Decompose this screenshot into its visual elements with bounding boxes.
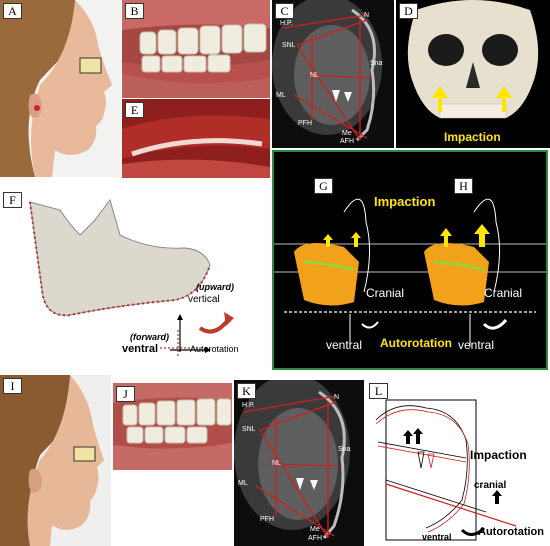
panel-label: J — [116, 386, 135, 402]
teeth-occlusion-image — [122, 0, 270, 98]
panel-label: A — [3, 3, 22, 19]
intraoral-image — [122, 99, 270, 178]
snl-annotation: SNL — [242, 426, 256, 433]
panel-i-profile-photo: I — [0, 375, 111, 546]
panel-k-ceph-xray: K H.P. SNL NL ML PFH Me AFH N Sna — [234, 380, 364, 546]
cranial-label-left: Cranial — [366, 286, 405, 300]
panel-label: C — [275, 3, 294, 19]
upward-label: (upward) — [196, 282, 234, 292]
pfh-annotation: PFH — [260, 516, 274, 523]
sna-annotation: Sna — [338, 446, 351, 453]
tracing-comparison — [274, 198, 546, 347]
ventral-label-right: ventral — [458, 338, 495, 352]
panel-c-ceph-xray: C H.P. SNL NL ML PFH Me AFH N Sna — [272, 0, 394, 148]
afh-annotation: AFH — [308, 535, 322, 542]
autorotation-label: Autorotation — [190, 344, 239, 354]
panel-label: K — [237, 383, 256, 399]
panel-label: F — [3, 192, 22, 208]
autorotation-arrow-icon — [460, 526, 486, 536]
pfh-annotation: PFH — [298, 120, 312, 127]
forward-label: (forward) — [130, 332, 169, 342]
ml-annotation: ML — [238, 480, 248, 487]
hp-annotation: H.P. — [242, 402, 255, 409]
autorotation-label: Autorotation — [478, 526, 544, 538]
panel-label: B — [125, 3, 144, 19]
panel-d-skull: D Impaction — [396, 0, 550, 148]
ventral-label: ventral — [422, 532, 452, 542]
impaction-label: Impaction — [374, 194, 436, 209]
panel-label-g: G — [314, 178, 333, 194]
autorotation-arrow-icon — [198, 312, 234, 334]
afh-annotation: AFH — [340, 138, 354, 145]
hp-annotation: H.P. — [280, 20, 293, 27]
ventral-label: ventral — [122, 343, 159, 355]
panel-gh-tracings: G H Impaction Cranial Cranial ventr — [272, 150, 548, 370]
tracing-h — [424, 198, 501, 306]
impaction-caption: Impaction — [444, 130, 501, 144]
face-profile-image — [0, 375, 105, 546]
autorotation-label: Autorotation — [380, 336, 452, 350]
n-annotation: N — [334, 394, 340, 401]
ceph-tracing — [234, 380, 350, 539]
impaction-arrow-left-icon — [432, 86, 448, 112]
panel-label: E — [125, 102, 144, 118]
panel-label: D — [399, 3, 418, 19]
panel-j-occlusion-photo: J — [113, 383, 232, 470]
teeth-occlusion-image — [113, 397, 232, 449]
cranial-label: cranial — [474, 480, 507, 491]
panel-e-intraoral-photo: E — [122, 99, 270, 178]
nl-annotation: NL — [310, 72, 319, 79]
panel-label: L — [369, 383, 388, 399]
impaction-label: Impaction — [470, 448, 527, 462]
autorotation-arrow-right-icon — [482, 318, 508, 330]
nl-annotation: NL — [272, 460, 281, 467]
cranial-label-right: Cranial — [484, 286, 523, 300]
skull-image — [407, 0, 539, 119]
ventral-label-left: ventral — [326, 338, 363, 352]
impaction-arrows-icon — [403, 428, 423, 444]
panel-label: I — [3, 378, 22, 394]
superimposed-tracing — [375, 399, 517, 541]
cranial-arrow-icon — [492, 490, 502, 504]
autorotation-arrow-left-icon — [361, 321, 379, 329]
mandible-image — [29, 198, 234, 358]
n-annotation: N — [364, 12, 370, 19]
vertical-label: vertical — [188, 294, 220, 305]
sna-annotation: Sna — [370, 60, 383, 67]
panel-a-profile-photo: A — [0, 0, 121, 177]
me-annotation: Me — [310, 526, 320, 533]
impaction-arrow-right-icon — [496, 86, 512, 112]
panel-label-h: H — [454, 178, 473, 194]
me-annotation: Me — [342, 130, 352, 137]
ceph-tracing — [272, 0, 382, 142]
panel-l-superimposition: L Impaction cranial ventral Autorotation — [366, 380, 550, 546]
panel-f-mandible: F (upward) vertical (forward) ventral Au… — [0, 180, 270, 370]
snl-annotation: SNL — [282, 42, 296, 49]
face-profile-image — [0, 0, 112, 177]
panel-b-occlusion-photo: B — [122, 0, 270, 98]
ml-annotation: ML — [276, 92, 286, 99]
tracing-g — [294, 198, 371, 306]
